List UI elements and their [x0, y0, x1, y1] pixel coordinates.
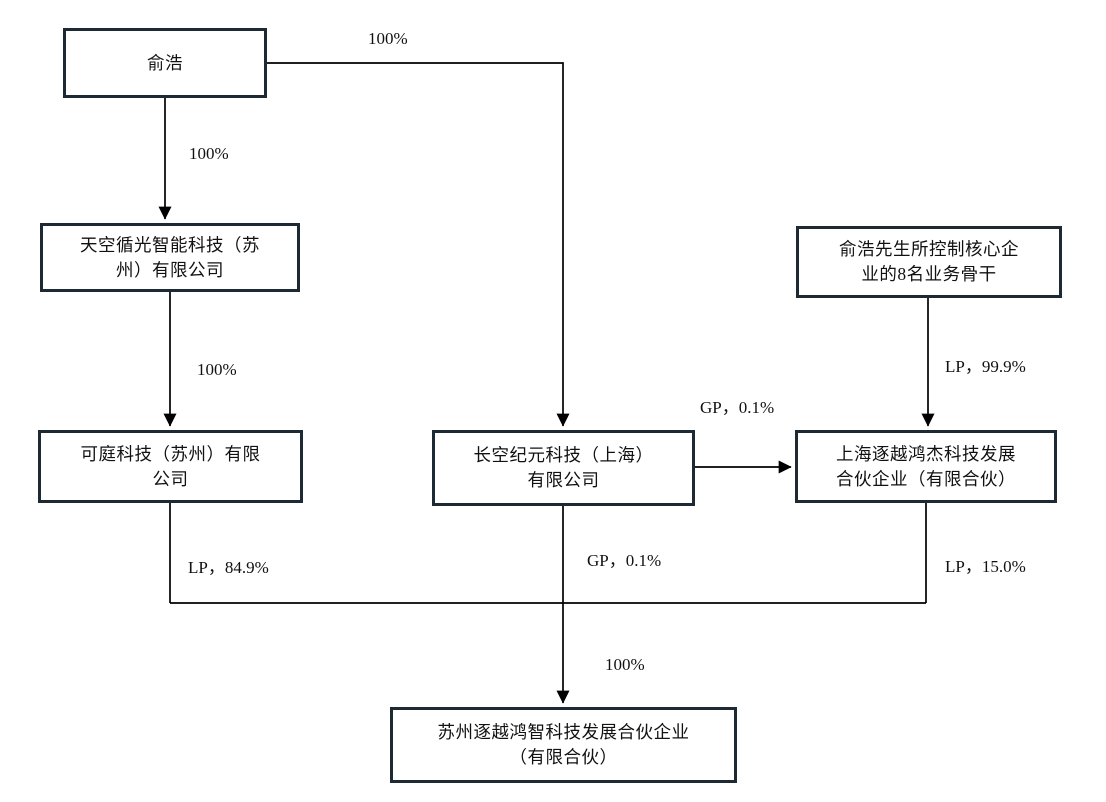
node-label-line: 上海逐越鸿杰科技发展 [836, 443, 1016, 464]
edge-label-shanghai-suzhou: LP，15.0% [945, 557, 1026, 576]
node-label-line: 天空循光智能科技（苏 [80, 234, 260, 255]
node-yu-hao: 俞浩 [63, 28, 267, 98]
edge-label-backbone-shanghai: LP，99.9% [945, 357, 1026, 376]
node-label-line: 业的8名业务骨干 [861, 264, 997, 284]
edge-label-tiankong-keting: 100% [197, 360, 237, 379]
node-label-line: 苏州逐越鸿智科技发展合伙企业 [437, 722, 690, 743]
node-label-line: 可庭科技（苏州）有限 [80, 443, 261, 464]
edge-label-keting-suzhou: LP，84.9% [188, 558, 269, 577]
node-label-line: 合伙企业（有限合伙） [836, 468, 1016, 489]
edge-label-changkong-suzhou: GP，0.1% [587, 551, 662, 570]
edge-yuhao-to-changkong [267, 62, 570, 427]
edge-label-changkong-shanghai: GP，0.1% [700, 398, 775, 417]
node-label-line: 有限公司 [527, 470, 600, 490]
edge-label-yuhao-tiankong: 100% [189, 144, 229, 163]
node-label-line: 长空纪元科技（上海） [473, 445, 654, 466]
edge-label-yuhao-changkong: 100% [368, 29, 408, 48]
node-keting-keji: 可庭科技（苏州）有限 公司 [38, 430, 303, 503]
node-label-line: 俞浩先生所控制核心企 [839, 239, 1019, 260]
node-label-line: 州）有限公司 [116, 259, 224, 280]
node-label-line: 公司 [152, 468, 189, 489]
node-tiankong-xunguang: 天空循光智能科技（苏 州）有限公司 [40, 223, 300, 292]
node-label-line: （有限合伙） [509, 747, 618, 767]
node-core-backbone-staff: 俞浩先生所控制核心企 业的8名业务骨干 [796, 226, 1062, 298]
node-changkong-jiyuan: 长空纪元科技（上海） 有限公司 [432, 430, 695, 506]
edge-label-junction-suzhou: 100% [605, 655, 645, 674]
node-shanghai-zhuyue-hongjie: 上海逐越鸿杰科技发展 合伙企业（有限合伙） [795, 430, 1057, 503]
node-label-line: 俞浩 [147, 52, 183, 73]
node-suzhou-zhuyue-hongzhi: 苏州逐越鸿智科技发展合伙企业 （有限合伙） [390, 707, 737, 783]
